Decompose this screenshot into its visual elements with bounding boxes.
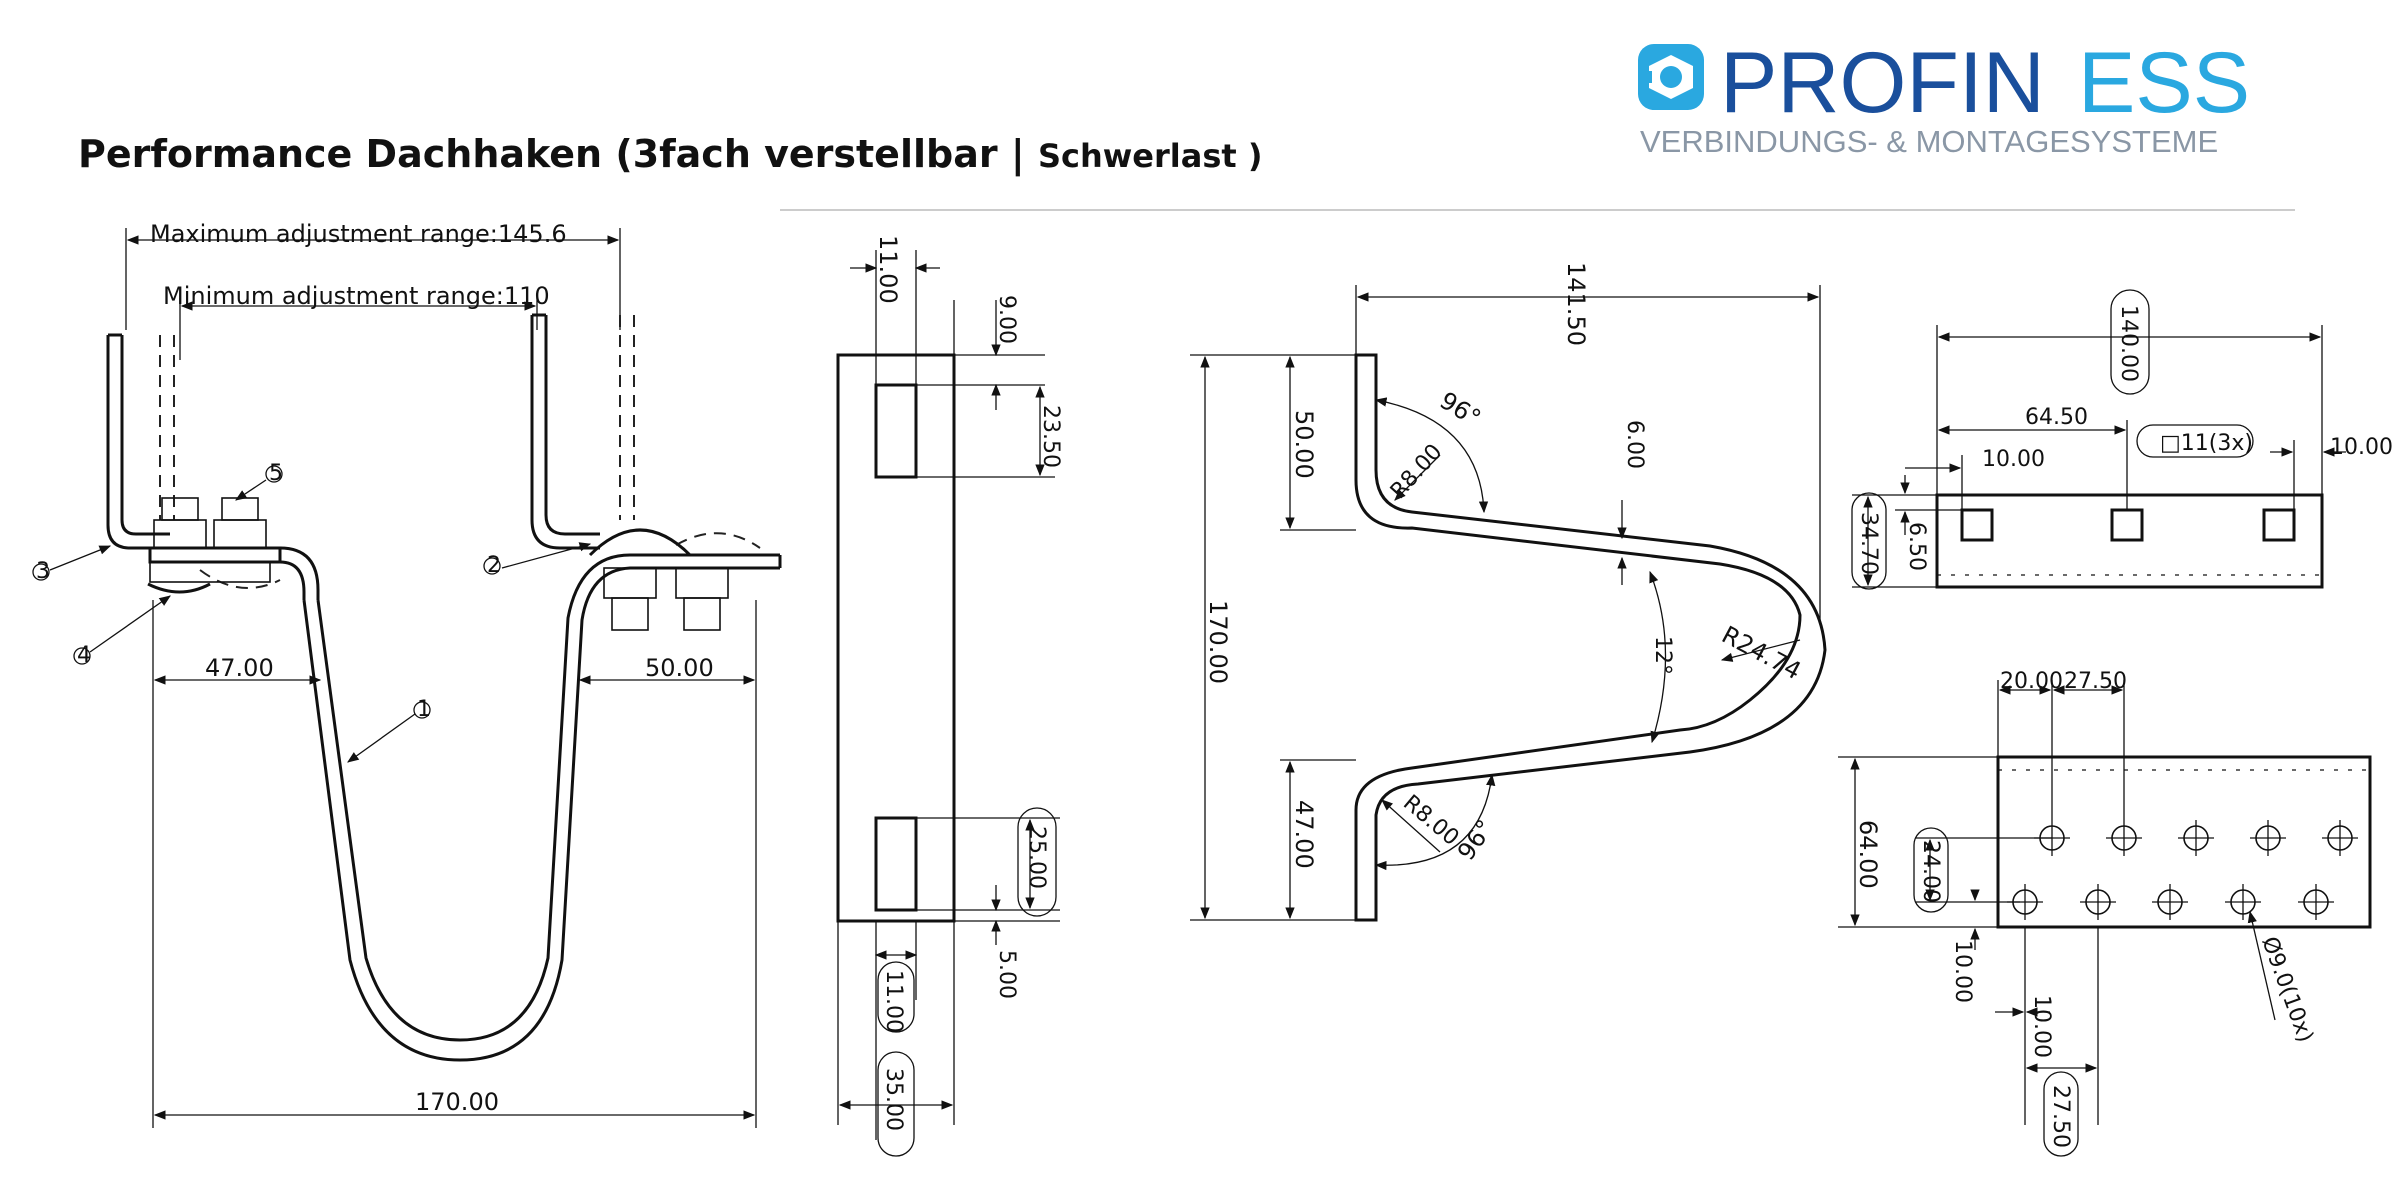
dim-140: 140.00: [2116, 305, 2141, 382]
angle-96-top: 96°: [1435, 386, 1486, 432]
dim-20: 20.00: [2000, 669, 2063, 694]
view-top-plate: 140.00 64.50 □11(3x) 10.00 10.00 34.70 6…: [1851, 289, 2393, 590]
dim-11-bottom: 11.00: [881, 970, 906, 1033]
slot-3: [2262, 508, 2296, 542]
callout-3: 3: [32, 545, 112, 584]
bolt-cluster-left: [147, 497, 271, 594]
title-small-text: Schwerlast ): [1037, 137, 1263, 175]
dim-47: 47.00: [205, 654, 274, 682]
page-title: Performance Dachhaken (3fach verstellbar…: [78, 132, 1262, 176]
mounting-holes: [2007, 820, 2358, 920]
logo-word-dark: PROFIN: [1720, 35, 2045, 131]
radius-24-74: R24.74: [1717, 621, 1806, 686]
view-side: 11.00 9.00 23.50 25.00 5.00 11.00 35.00: [836, 235, 1063, 1157]
hole-label: Ø9.0(10x): [2256, 934, 2317, 1046]
dim-10-left: 10.00: [1982, 447, 2045, 472]
svg-text:3: 3: [36, 559, 50, 584]
logo-word-light: ESS: [2078, 35, 2250, 131]
svg-text:5: 5: [269, 461, 283, 486]
slot-2: [2110, 508, 2144, 542]
dim-35: 35.00: [881, 1068, 906, 1131]
dim-10-a: 10.00: [1950, 940, 1975, 1003]
svg-text:4: 4: [77, 643, 91, 668]
max-range-label: Maximum adjustment range:145.6: [150, 220, 567, 248]
dim-27-5-bottom: 27.50: [2048, 1085, 2073, 1148]
dim-11-top: 11.00: [874, 235, 902, 304]
view-hole-plate: 20.00 27.50 64.00 24.00 10.00 10.00 27.5…: [1838, 669, 2372, 1157]
dim-64-5: 64.50: [2025, 405, 2088, 430]
dim-24: 24.00: [1918, 840, 1943, 903]
callout-4: 4: [73, 595, 171, 668]
callout-2: 2: [483, 542, 592, 578]
angle-12: 12°: [1650, 636, 1675, 675]
dim-10-b: 10.00: [2029, 995, 2054, 1058]
logo-nut-icon: [1638, 44, 1704, 110]
dim-50-profile: 50.00: [1290, 410, 1318, 479]
angle-96-bottom: 96°: [1452, 815, 1499, 866]
bolt-cluster-right: [588, 528, 729, 631]
svg-text:2: 2: [487, 553, 501, 578]
dim-64: 64.00: [1854, 820, 1882, 889]
radius-8-top: R8.00: [1386, 440, 1448, 504]
logo-tagline: VERBINDUNGS- & MONTAGESYSTEME: [1640, 124, 2218, 159]
dim-23-5: 23.50: [1038, 405, 1063, 468]
min-range-label: Minimum adjustment range:110: [163, 282, 550, 310]
brand-logo: PROFIN ESS VERBINDUNGS- & MONTAGESYSTEME: [1638, 35, 2250, 159]
dim-9: 9.00: [994, 295, 1019, 344]
dim-170-total: 170.00: [415, 1088, 499, 1116]
slot-1: [1960, 508, 1994, 542]
dim-50: 50.00: [645, 654, 714, 682]
callout-5: 5: [235, 461, 283, 501]
dim-27-5-top: 27.50: [2064, 669, 2127, 694]
callout-1: 1: [347, 697, 431, 763]
svg-text:1: 1: [417, 697, 431, 722]
dim-6: 6.00: [1622, 420, 1647, 469]
dim-25: 25.00: [1024, 826, 1049, 889]
dim-170-height: 170.00: [1204, 600, 1232, 684]
dim-5: 5.00: [994, 950, 1019, 999]
view-profile: 141.50 170.00 50.00 47.00 96° R8.00 6.00…: [1190, 262, 1827, 922]
view-assembly: Maximum adjustment range:145.6 Minimum a…: [32, 220, 782, 1128]
dim-34-7: 34.70: [1856, 512, 1881, 575]
radius-8-bottom: R8.00: [1398, 790, 1463, 850]
slot-label: □11(3x): [2160, 431, 2253, 456]
dim-141-5: 141.50: [1562, 262, 1590, 346]
dim-6-5: 6.50: [1904, 522, 1929, 571]
dim-47-profile: 47.00: [1290, 800, 1318, 869]
title-main-text: Performance Dachhaken (3fach verstellbar…: [78, 132, 1038, 176]
dim-10-right: 10.00: [2330, 435, 2393, 460]
